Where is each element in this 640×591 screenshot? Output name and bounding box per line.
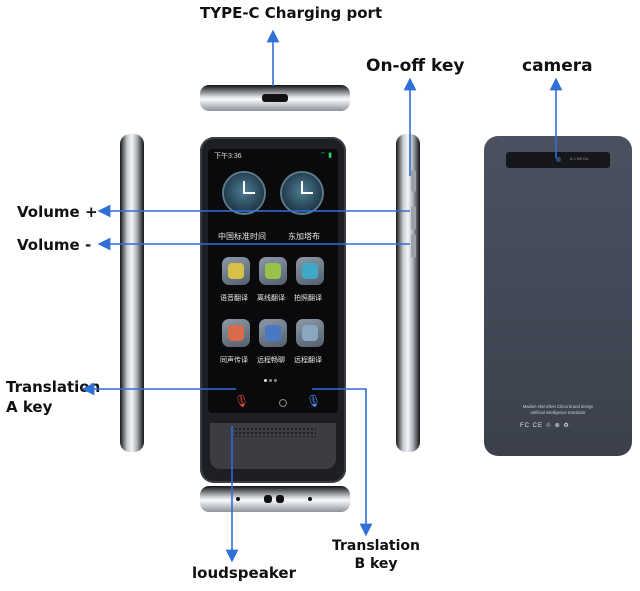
back-brand-line2: artificial intelligence translator [530, 410, 586, 415]
camera-text: 8.0 MEGA [570, 156, 589, 161]
app-photo-translate[interactable] [296, 257, 324, 285]
device-left-side [120, 134, 144, 452]
back-brand-text: Madein shenzhen China brand design artif… [506, 404, 610, 416]
status-icons: ⌔ ▮ [319, 152, 332, 159]
device-top-edge [200, 85, 350, 111]
label-translation-b: Translation B key [332, 537, 420, 573]
home-button[interactable] [279, 399, 287, 407]
speaker-grill [210, 423, 336, 469]
usb-c-port [262, 94, 288, 102]
clock-right-icon [282, 173, 322, 213]
device-back: 8.0 MEGA Madein shenzhen China brand des… [484, 136, 632, 456]
certification-marks: FC CE ♲ ⊗ ♻ [520, 423, 570, 429]
translation-b-mic-icon[interactable]: 🎙 [306, 394, 322, 408]
label-translation-b-line1: Translation [332, 538, 420, 554]
app-offline-translate[interactable] [259, 257, 287, 285]
label-loudspeaker: loudspeaker [192, 564, 296, 582]
app-simultaneous-translate-label: 同声传译 [220, 357, 248, 364]
camera-module: 8.0 MEGA [506, 152, 610, 168]
device-screen: 下午3:36 ⌔ ▮ 中国标准时间 东加塔布 语音翻译 离线翻译 拍照翻译 同声… [208, 149, 338, 413]
device-right-side [396, 134, 420, 452]
label-translation-a-line2: A key [6, 398, 53, 416]
remote-translate-icon [302, 325, 318, 341]
simultaneous-translate-icon [228, 325, 244, 341]
label-camera: camera [522, 56, 593, 76]
mic-hole-right [308, 497, 312, 501]
app-photo-translate-label: 拍照翻译 [294, 295, 322, 302]
back-brand-line1: Madein shenzhen China brand design [522, 404, 594, 409]
arrow-translation-b [312, 388, 373, 537]
status-time: 下午3:36 [214, 153, 242, 160]
label-onoff-key: On-off key [366, 56, 465, 76]
device-front: 下午3:36 ⌔ ▮ 中国标准时间 东加塔布 语音翻译 离线翻译 拍照翻译 同声… [200, 137, 346, 483]
voice-translate-icon [228, 263, 244, 279]
label-volume-up: Volume + [17, 203, 98, 221]
label-typec-port: TYPE-C Charging port [200, 4, 383, 22]
device-bottom-edge [200, 486, 350, 512]
speaker-hole-1 [264, 495, 272, 503]
offline-translate-icon [265, 263, 281, 279]
speaker-hole-2 [276, 495, 284, 503]
mic-hole-left [236, 497, 240, 501]
app-voice-translate-label: 语音翻译 [220, 295, 248, 302]
remote-chat-icon [265, 325, 281, 341]
label-translation-b-line2: B key [354, 556, 398, 572]
volume-up-button [411, 206, 416, 230]
app-voice-translate[interactable] [222, 257, 250, 285]
power-button [411, 170, 416, 192]
clock-left-label: 中国标准时间 [218, 232, 266, 241]
photo-translate-icon [302, 263, 318, 279]
volume-down-button [411, 234, 416, 258]
clock-left-icon [224, 173, 264, 213]
app-offline-translate-label: 离线翻译 [257, 295, 285, 302]
app-remote-translate[interactable] [296, 319, 324, 347]
app-remote-translate-label: 远程翻译 [294, 357, 322, 364]
clock-right-label: 东加塔布 [288, 232, 320, 241]
label-translation-a: Translation A key [6, 377, 100, 417]
translation-a-mic-icon[interactable]: 🎙 [234, 394, 250, 408]
camera-lens-icon [556, 157, 561, 162]
app-remote-chat-label: 远程畅聊 [257, 357, 285, 364]
app-remote-chat[interactable] [259, 319, 287, 347]
label-volume-down: Volume - [17, 236, 92, 254]
app-simultaneous-translate[interactable] [222, 319, 250, 347]
page-indicator [264, 369, 279, 387]
label-translation-a-line1: Translation [6, 378, 101, 396]
